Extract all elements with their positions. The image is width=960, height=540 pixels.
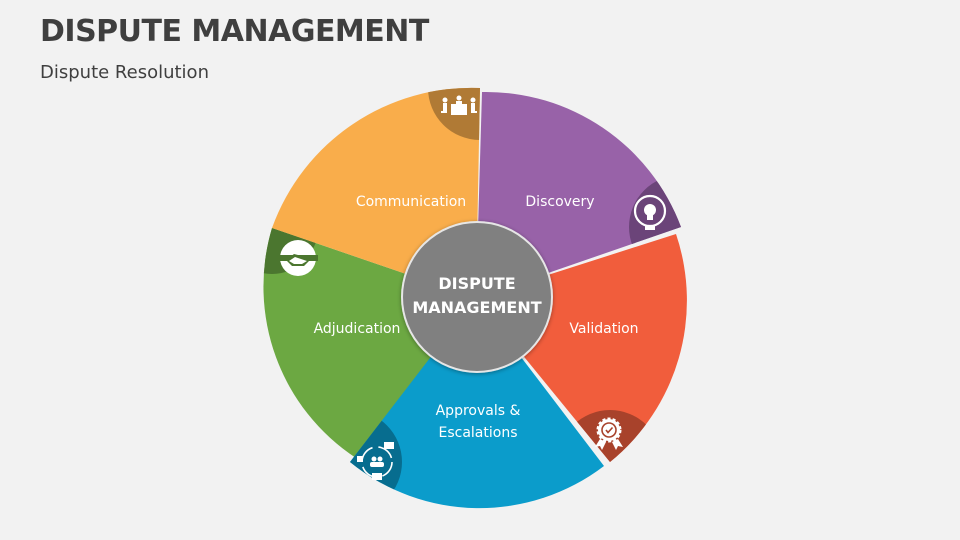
segment-label-adjudication: Adjudication bbox=[314, 321, 401, 337]
center-hub: DISPUTE MANAGEMENT bbox=[401, 221, 553, 373]
center-label-line1: DISPUTE bbox=[438, 274, 515, 293]
handshake-icon bbox=[278, 240, 318, 276]
center-label-line2: MANAGEMENT bbox=[412, 298, 541, 317]
segment-label-validation: Validation bbox=[569, 321, 638, 337]
award-badge-icon bbox=[595, 417, 623, 450]
meeting-icon bbox=[441, 95, 477, 115]
segment-label-communication: Communication bbox=[356, 194, 466, 210]
segment-label-approvals-line1: Approvals & bbox=[436, 403, 521, 419]
page-subtitle: Dispute Resolution bbox=[40, 62, 209, 83]
segment-label-discovery: Discovery bbox=[525, 194, 594, 210]
page-title: DISPUTE MANAGEMENT bbox=[40, 14, 429, 49]
lightbulb-icon bbox=[633, 194, 667, 230]
communication-cycle-icon bbox=[357, 442, 394, 480]
segment-label-approvals-line2: Escalations bbox=[439, 425, 518, 441]
